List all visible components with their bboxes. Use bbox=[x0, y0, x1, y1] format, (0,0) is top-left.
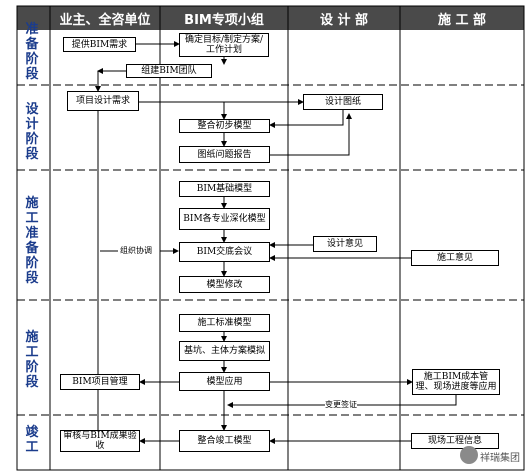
box-form-bim-team: 组建BIM团队 bbox=[126, 64, 212, 78]
box-set-goals-plan: 确定目标/制定方案/工作计划 bbox=[179, 33, 269, 57]
phase-label-prep: 准备阶段 bbox=[25, 22, 39, 82]
box-construction-opinion: 施工意见 bbox=[411, 250, 499, 266]
header-col-design: 设 计 部 bbox=[319, 12, 369, 28]
header-col-construction: 施 工 部 bbox=[437, 12, 487, 28]
box-model-application: 模型应用 bbox=[179, 372, 270, 391]
label-change-visa: 变更签证 bbox=[325, 400, 357, 409]
header-col-bim: BIM专项小组 bbox=[184, 12, 264, 28]
box-provide-bim-requirement: 提供BIM需求 bbox=[63, 37, 136, 52]
box-bim-project-management: BIM项目管理 bbox=[60, 374, 140, 390]
box-construction-bim-cost-applications: 施工BIM成本管理、现场进度等应用 bbox=[412, 369, 500, 395]
header-bar bbox=[17, 6, 524, 30]
box-bim-handover-meeting: BIM交底会议 bbox=[179, 242, 270, 262]
box-model-revision: 模型修改 bbox=[179, 276, 270, 293]
box-design-opinion: 设计意见 bbox=[313, 236, 377, 252]
watermark-logo-icon bbox=[460, 446, 478, 464]
box-pit-structure-simulation: 基坑、主体方案模拟 bbox=[179, 341, 270, 361]
label-organize-coordinate: 组织协调 bbox=[120, 246, 152, 255]
box-construction-standard-model: 施工标准模型 bbox=[179, 314, 270, 332]
box-bim-base-model: BIM基础模型 bbox=[179, 181, 270, 197]
box-review-bim-acceptance: 审核与BIM成果验收 bbox=[60, 430, 140, 452]
phase-label-design: 设计阶段 bbox=[25, 102, 39, 162]
box-bim-deepening-model: BIM各专业深化模型 bbox=[179, 208, 270, 230]
box-design-drawings: 设计图纸 bbox=[303, 94, 383, 110]
phase-label-completion: 竣工 bbox=[25, 425, 39, 455]
watermark-text: 祥瑞集团 bbox=[480, 453, 520, 464]
phase-label-construction: 施工阶段 bbox=[25, 330, 39, 390]
box-site-engineering-info: 现场工程信息 bbox=[411, 433, 499, 449]
box-integrate-completion-model: 整合竣工模型 bbox=[179, 430, 270, 452]
box-project-design-requirement: 项目设计需求 bbox=[67, 91, 139, 111]
box-integrate-initial-model: 整合初步模型 bbox=[179, 119, 270, 133]
box-drawing-issue-report: 图纸问题报告 bbox=[179, 146, 270, 163]
phase-label-construction-prep: 施工准备阶段 bbox=[25, 196, 39, 286]
header-col-owner: 业主、全咨单位 bbox=[59, 12, 151, 28]
